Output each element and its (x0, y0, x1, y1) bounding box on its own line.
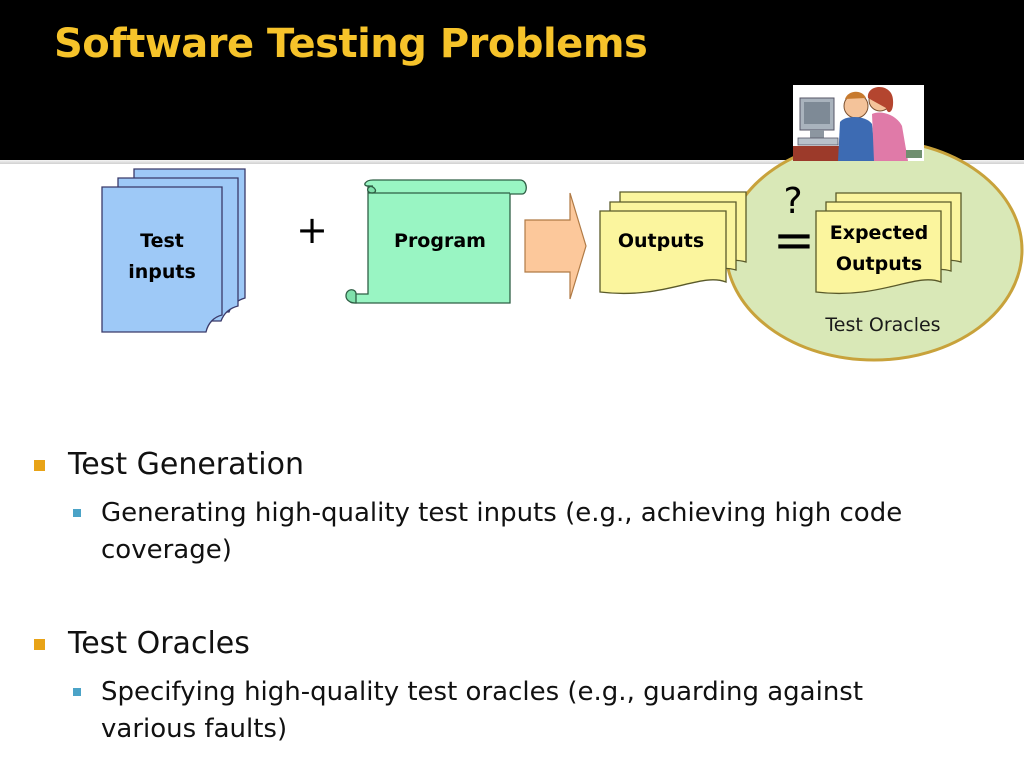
sub-bullet-test-generation-line-2: coverage) (101, 535, 232, 565)
title-separator (0, 160, 1024, 164)
sub-bullet-test-oracles-line-1: Specifying high-quality test oracles (e.… (101, 677, 864, 707)
sub-bullet-square-icon (73, 688, 81, 696)
slide-title: Software Testing Problems (54, 21, 648, 67)
sub-bullet-square-icon (73, 509, 81, 517)
bullet-square-icon (34, 460, 45, 471)
sub-bullet-test-generation: Generating high-quality test inputs (e.g… (101, 495, 981, 569)
sub-bullet-test-generation-line-1: Generating high-quality test inputs (e.g… (101, 498, 903, 528)
title-bar: Software Testing Problems (0, 0, 1024, 160)
bullet-test-oracles: Test Oracles (68, 626, 250, 661)
bullet-test-generation: Test Generation (68, 447, 304, 482)
sub-bullet-test-oracles-line-2: various faults) (101, 714, 288, 744)
sub-bullet-test-oracles: Specifying high-quality test oracles (e.… (101, 674, 981, 748)
bullet-square-icon (34, 639, 45, 650)
